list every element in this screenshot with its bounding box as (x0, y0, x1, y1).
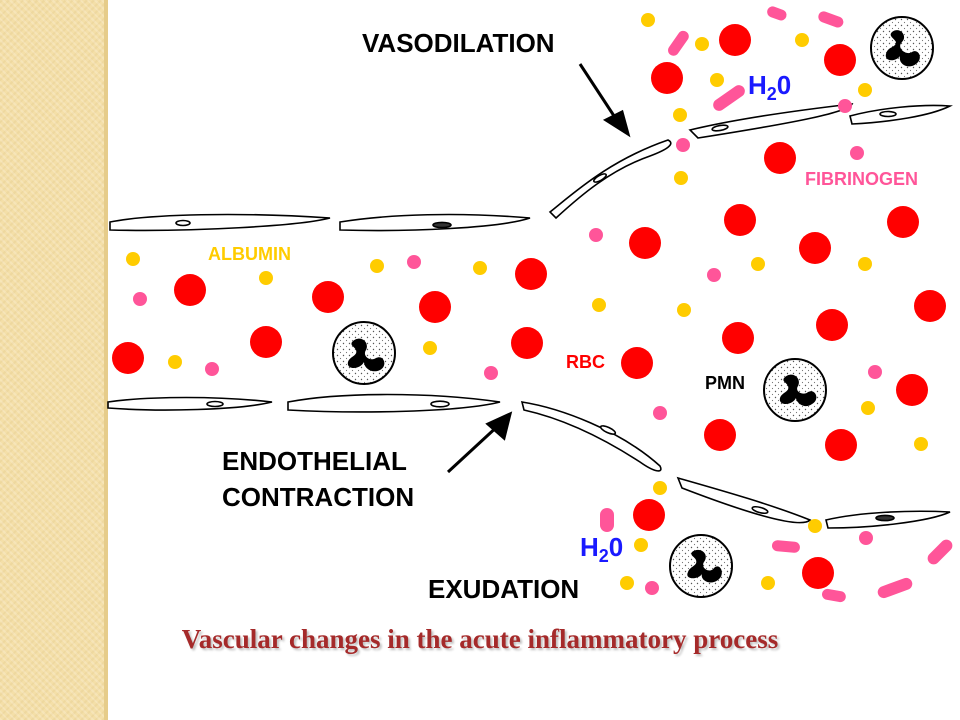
caption: Vascular changes in the acute inflammato… (181, 624, 779, 654)
h2o-bottom-label: H20 (580, 532, 623, 566)
h2o-bottom-sub: 2 (599, 546, 609, 566)
endothelial-label-line2: CONTRACTION (222, 482, 414, 512)
h2o-top-sub: 2 (767, 84, 777, 104)
h2o-top-h: H (748, 70, 767, 100)
vessel-wall-upper-right (548, 103, 953, 220)
h2o-top-label: H20 (748, 70, 791, 104)
decorative-side-band (0, 0, 104, 720)
fibrinogen-label: FIBRINOGEN (805, 169, 918, 189)
vessel-wall-lower-left (107, 393, 501, 413)
exudation-label: EXUDATION (428, 574, 579, 604)
neutrophil-center (763, 358, 827, 422)
albumin-label: ALBUMIN (208, 244, 291, 264)
rbc-label: RBC (566, 352, 605, 372)
side-band-edge (104, 0, 108, 720)
red-blood-cells (112, 24, 946, 589)
h2o-bottom-o: 0 (609, 532, 623, 562)
endothelial-label-line1: ENDOTHELIAL (222, 446, 407, 476)
neutrophil-left (332, 321, 396, 385)
vasodilation-label: VASODILATION (362, 28, 555, 58)
vessel-wall-lower-right (520, 401, 951, 529)
vessel-wall-upper-left (109, 213, 531, 232)
h2o-bottom-h: H (580, 532, 599, 562)
pmn-label: PMN (705, 373, 745, 393)
h2o-top-o: 0 (777, 70, 791, 100)
fibrinogen-particles (133, 6, 953, 603)
endothelial-contraction-arrow (446, 411, 513, 474)
neutrophil-upper-right (870, 16, 934, 80)
neutrophil-bottom (669, 534, 733, 598)
albumin-particles (126, 13, 928, 590)
vasodilation-arrow (578, 63, 631, 138)
